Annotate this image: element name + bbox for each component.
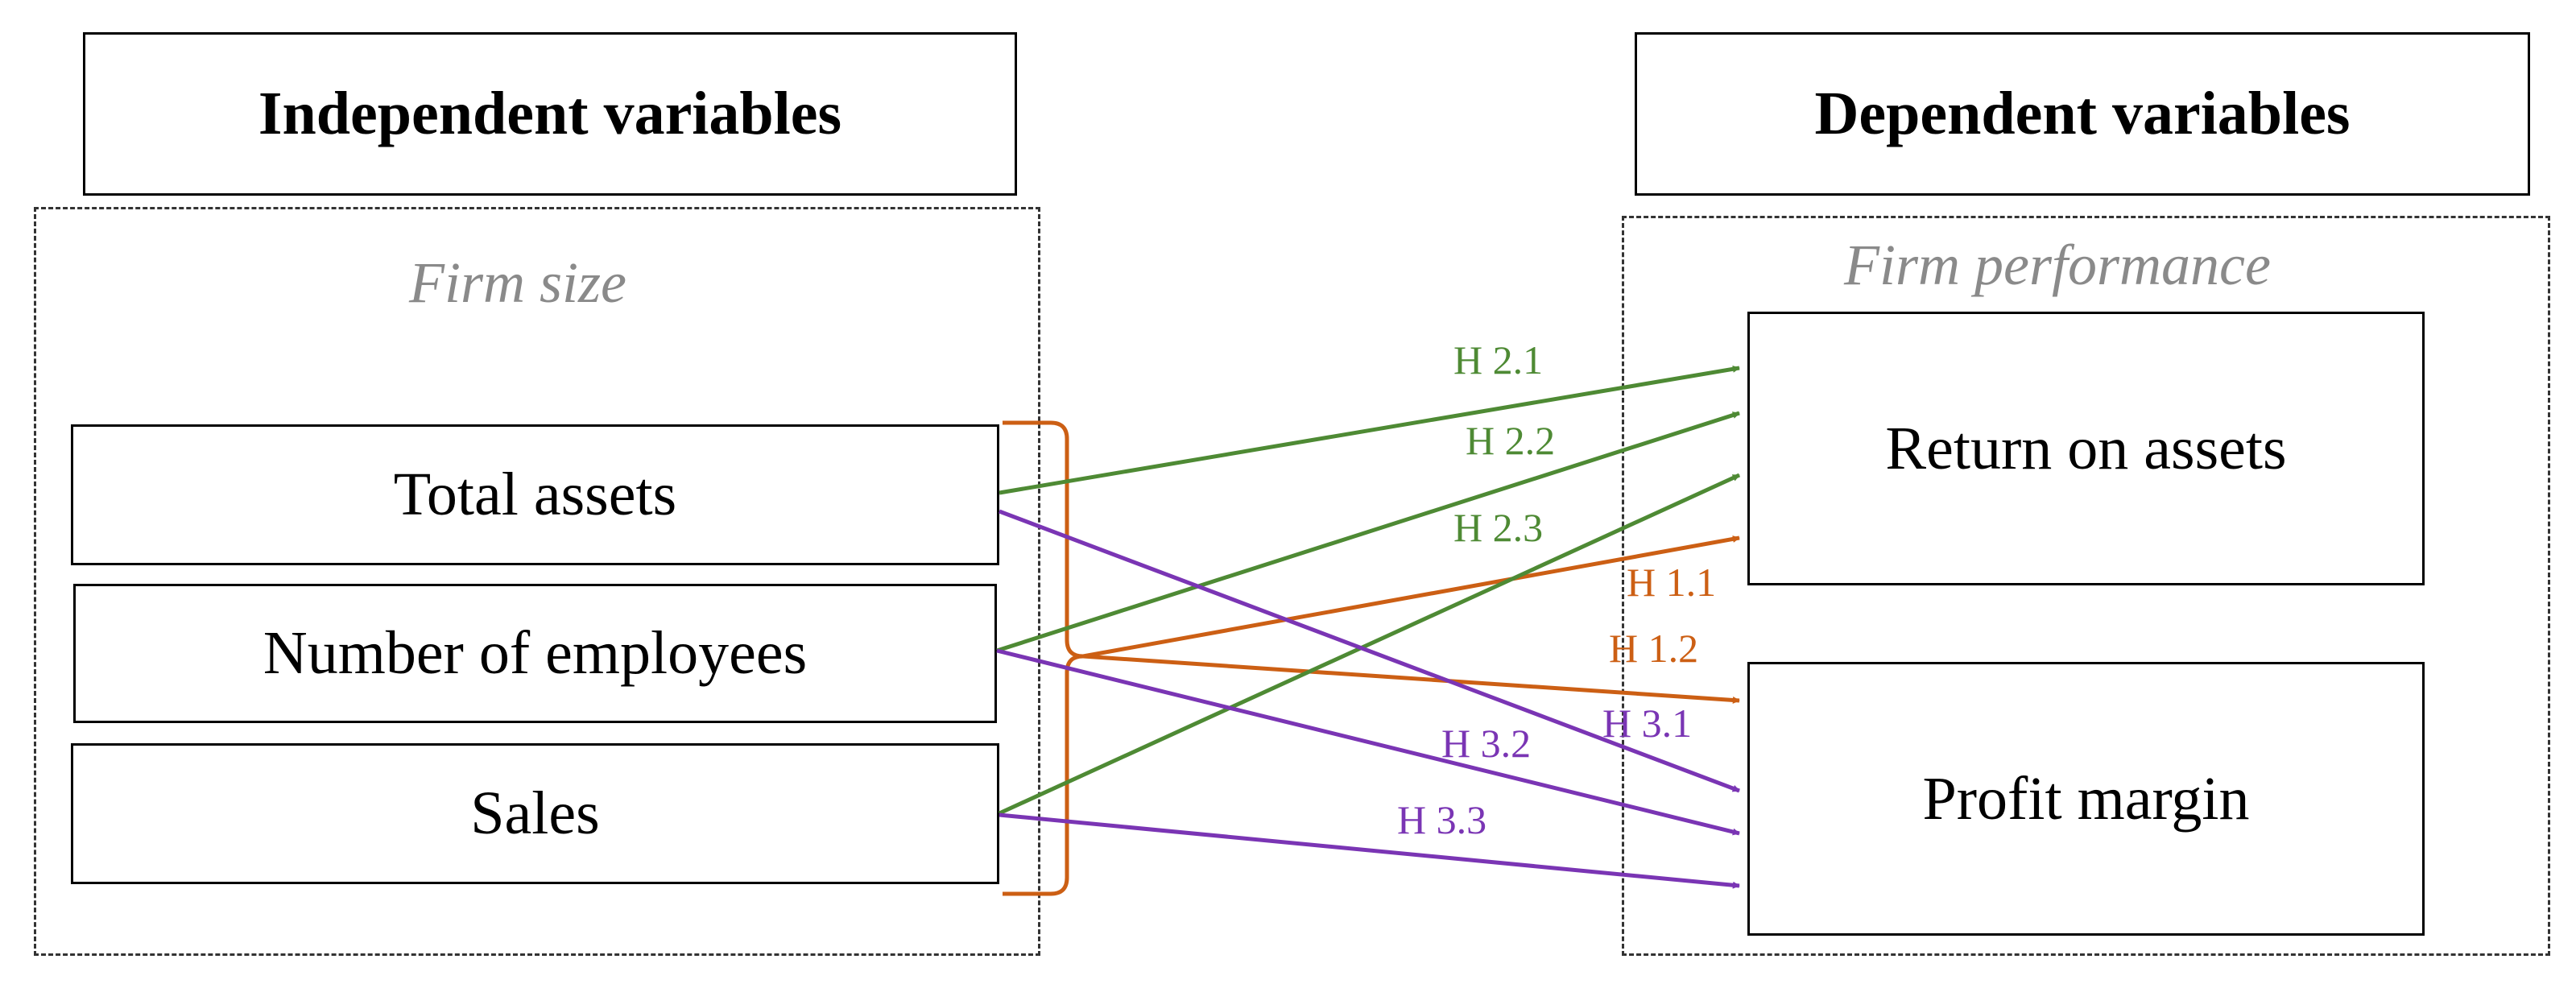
arrow-h2-1 [999, 365, 1740, 495]
label-h3-3: H 3.3 [1397, 797, 1486, 842]
return-on-assets-box: Return on assets [1747, 312, 2425, 585]
dependent-variables-header: Dependent variables [1635, 32, 2530, 196]
arrow-h2-2 [996, 411, 1740, 653]
firm-performance-group [1622, 216, 2550, 956]
total-assets-box: Total assets [71, 424, 999, 565]
arrow-h3-3 [999, 812, 1740, 889]
label-h2-1: H 2.1 [1453, 337, 1543, 382]
arrow-h2-3 [998, 473, 1741, 816]
label-h2-3: H 2.3 [1453, 505, 1543, 550]
firm-performance-label: Firm performance [1844, 233, 2271, 297]
arrow-h1-1 [1082, 535, 1740, 659]
label-h3-1: H 3.1 [1602, 701, 1692, 746]
label-h1-1: H 1.1 [1627, 560, 1716, 605]
independent-variables-header: Independent variables [83, 32, 1017, 196]
arrow-h3-1 [999, 509, 1740, 793]
firm-size-group [34, 207, 1040, 956]
label-h1-2: H 1.2 [1609, 626, 1698, 671]
arrow-h1-2 [1082, 654, 1740, 704]
label-h2-2: H 2.2 [1466, 418, 1555, 463]
sales-box: Sales [71, 743, 999, 884]
firm-size-label: Firm size [409, 250, 626, 315]
label-h3-2: H 3.2 [1441, 721, 1531, 766]
number-of-employees-box: Number of employees [73, 584, 997, 723]
profit-margin-box: Profit margin [1747, 662, 2425, 936]
arrow-h3-2 [996, 648, 1740, 836]
